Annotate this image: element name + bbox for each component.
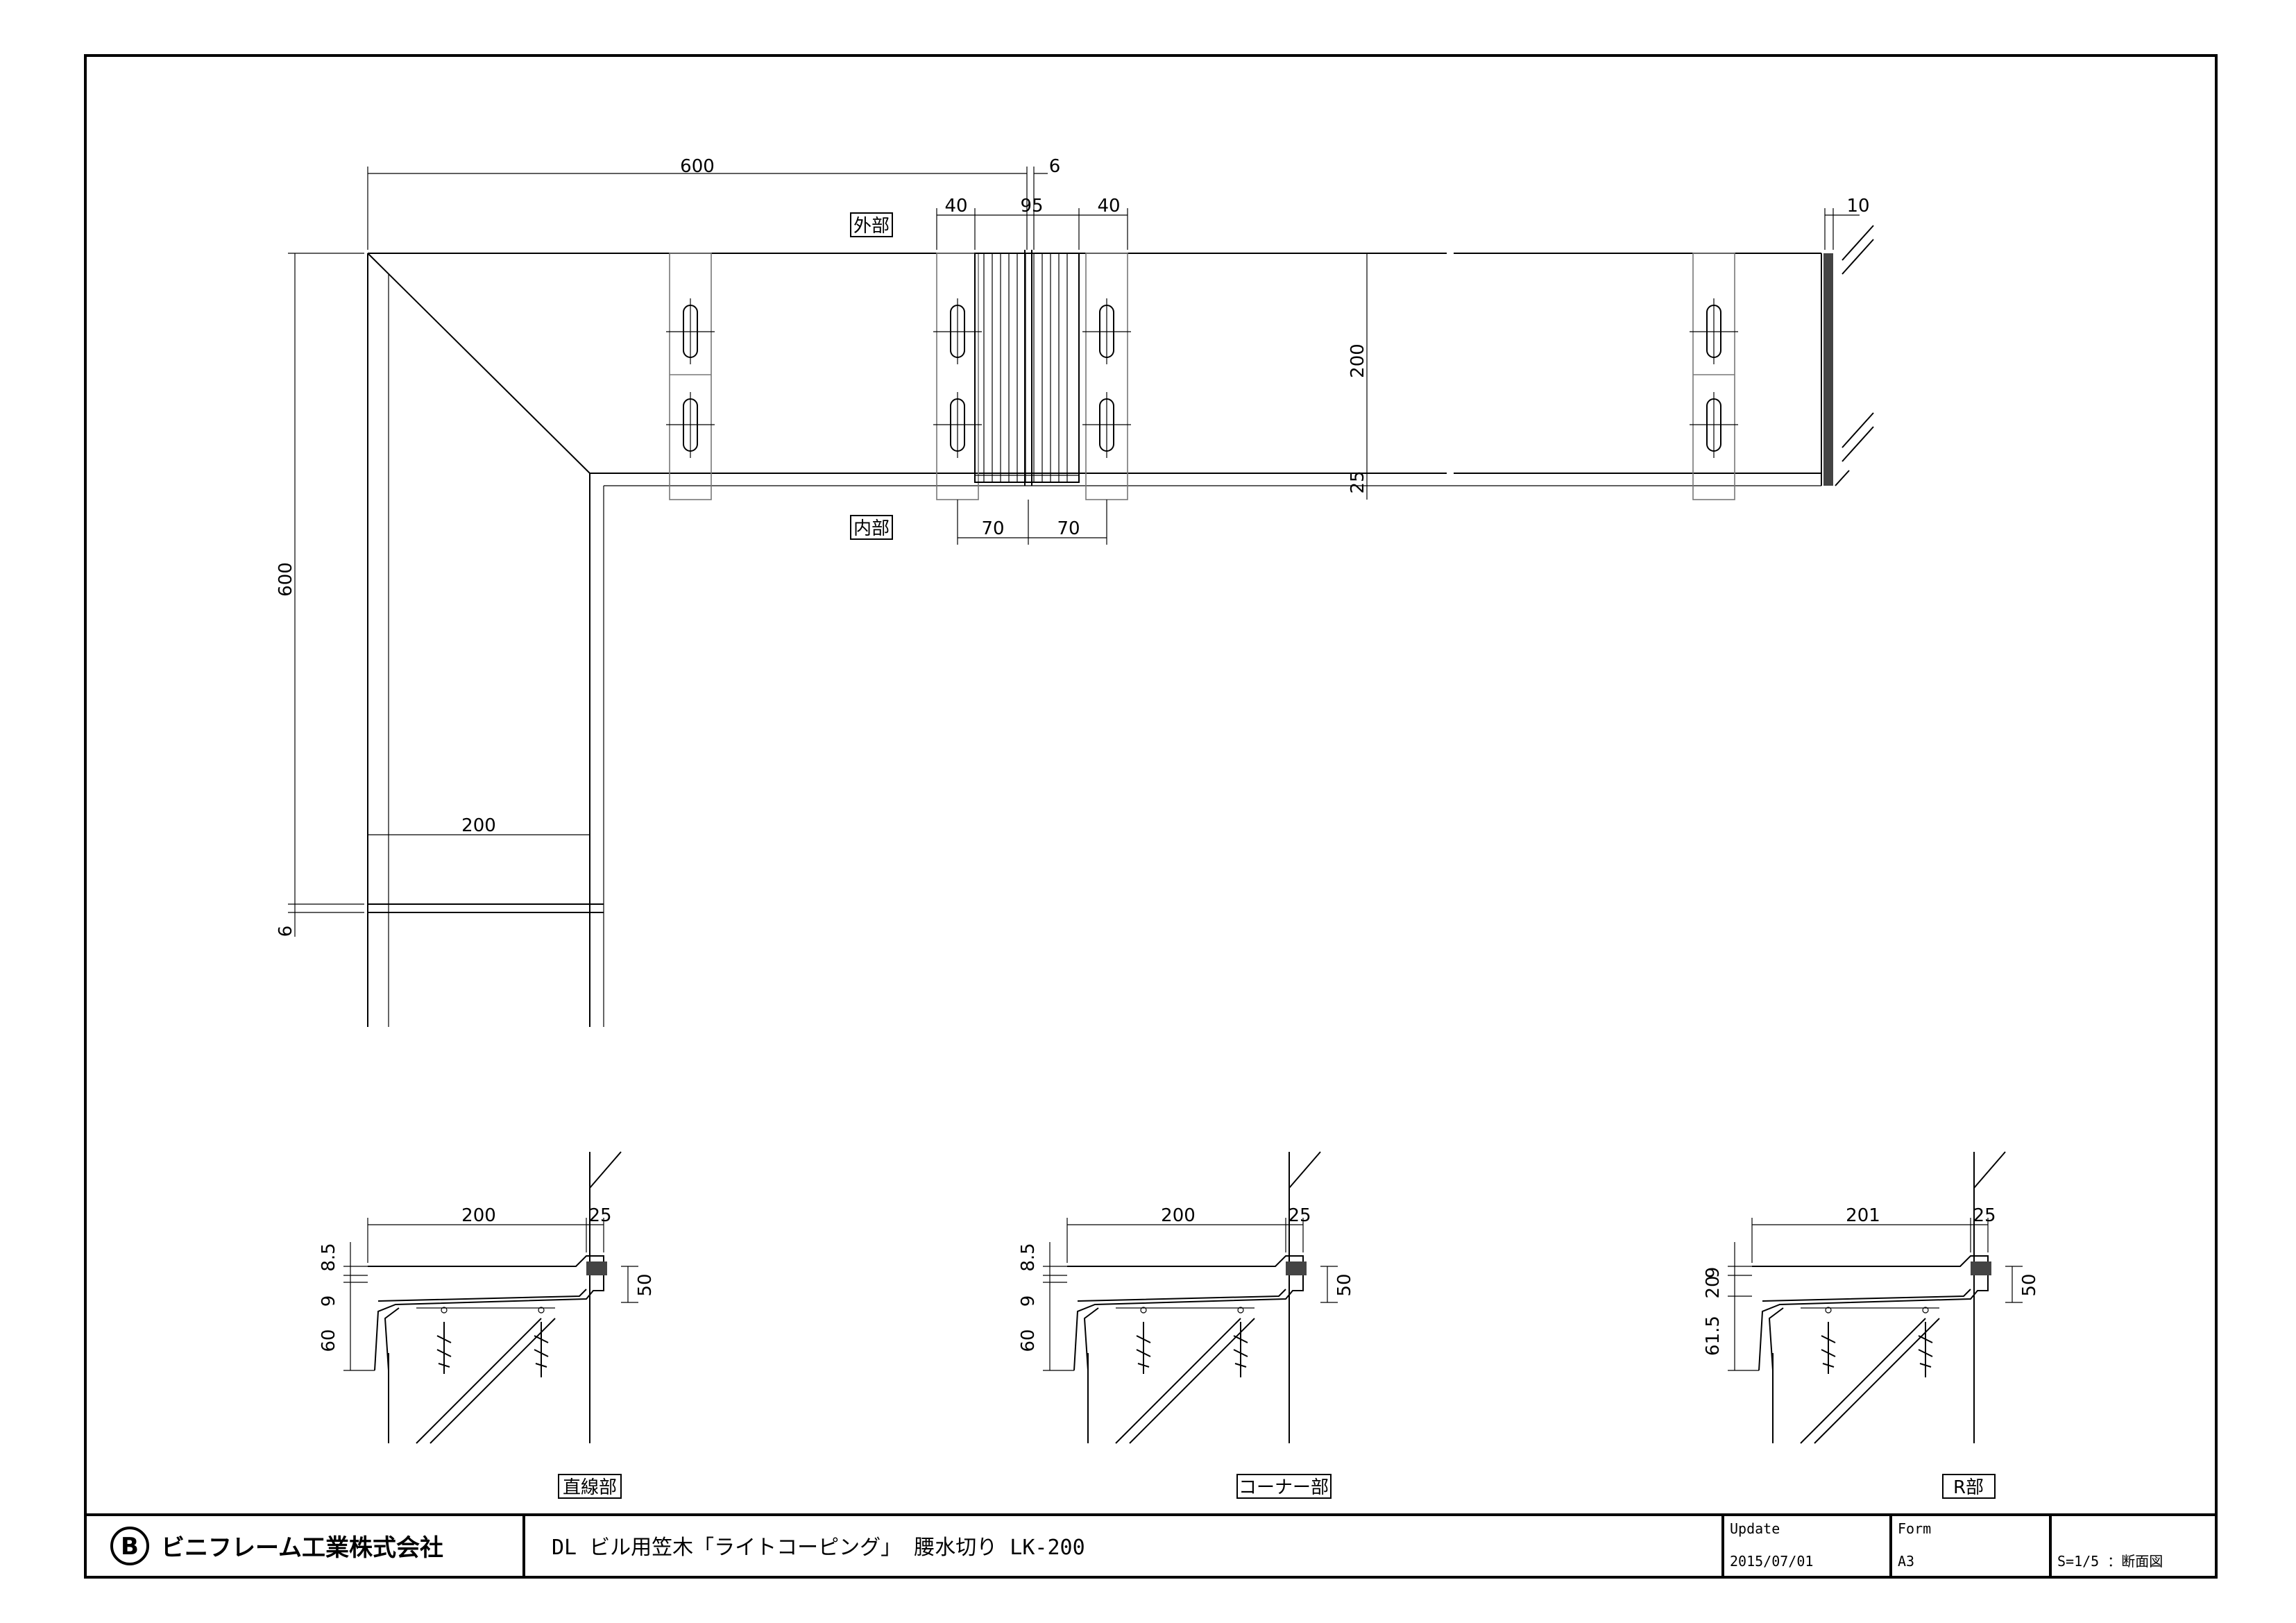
drawing-title: DL ビル用笠木「ライトコーピング」 腰水切り LK-200 [552,1536,1085,1560]
title-block: B ビニフレーム工業株式会社 DL ビル用笠木「ライトコーピング」 腰水切り L… [110,1515,2163,1577]
section-corner-c: 60 [1018,1329,1039,1352]
update-label: Update [1730,1520,1780,1537]
sheet-border [84,54,2218,1579]
section-radius-caption: R部 [1953,1477,1984,1498]
dim-gap-6-top: 6 [1049,156,1061,177]
label-inner: 内部 [853,518,890,539]
dim-top-600: 600 [680,156,715,177]
section-corner-a: 8.5 [1018,1243,1039,1271]
section-radius-width: 201 [1846,1205,1880,1226]
section-corner-width: 200 [1161,1205,1196,1226]
dim-inner-200: 200 [461,815,496,836]
section-radius-a2: 20 [1703,1275,1724,1298]
update-value: 2015/07/01 [1730,1553,1813,1570]
section-straight-height: 50 [635,1273,656,1296]
section-corner-lip: 25 [1288,1205,1311,1226]
dim-lip-25: 25 [1347,470,1368,493]
plan-view: 600 6 40 95 40 10 200 25 70 70 600 200 6… [275,156,1874,1027]
dim-depth-200: 200 [1347,343,1368,378]
dim-gap-6-side: 6 [275,926,296,937]
section-straight-b: 9 [318,1295,339,1307]
section-straight-lip: 25 [588,1205,611,1226]
section-radius-a: 9 [1703,1267,1724,1279]
section-corner-height: 50 [1334,1273,1355,1296]
form-label: Form [1898,1520,1931,1537]
section-straight-c: 60 [318,1329,339,1352]
section-straight: 200 25 50 8.5 9 60 直線部 [318,1151,656,1499]
section-radius: 201 25 50 9 20 61.5 R部 [1703,1151,2040,1499]
section-straight-caption: 直線部 [563,1477,617,1498]
section-corner: 200 25 50 8.5 9 60 コーナー部 [1018,1151,1355,1499]
section-radius-height: 50 [2019,1273,2040,1296]
dim-bottom-70-right: 70 [1057,518,1080,539]
dim-bottom-70-left: 70 [981,518,1004,539]
dim-left-40: 40 [944,196,967,216]
scale-text: S=1/5 ：断面図 [2057,1553,2163,1570]
section-radius-c: 61.5 [1703,1316,1724,1356]
company-name: ビニフレーム工業株式会社 [161,1534,443,1562]
section-straight-a: 8.5 [318,1243,339,1271]
section-corner-caption: コーナー部 [1239,1477,1329,1498]
section-corner-b: 9 [1018,1295,1039,1307]
section-straight-width: 200 [461,1205,496,1226]
dim-right-40: 40 [1097,196,1120,216]
dim-side-600: 600 [275,562,296,597]
company-logo-text: B [121,1533,139,1561]
form-value: A3 [1898,1553,1914,1570]
dim-joint-95: 95 [1020,196,1043,216]
company-logo [110,1527,149,1565]
label-outer: 外部 [853,216,890,237]
dim-end-10: 10 [1846,196,1869,216]
section-radius-lip: 25 [1973,1205,1996,1226]
